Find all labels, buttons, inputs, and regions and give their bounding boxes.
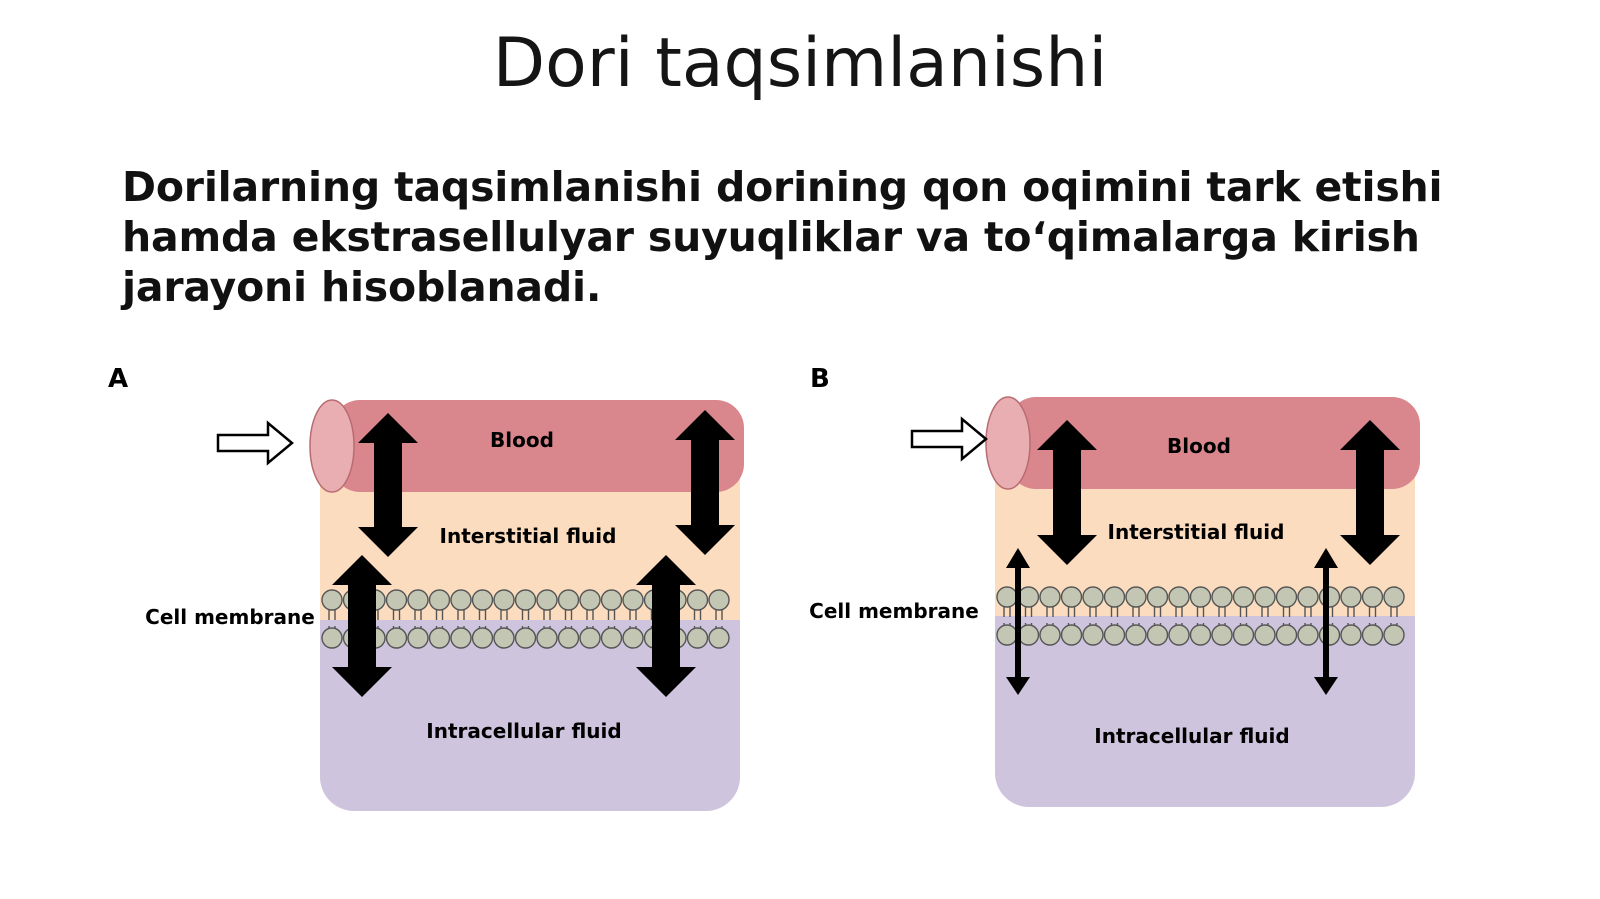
lipid-head xyxy=(450,589,472,611)
lipid-head xyxy=(428,627,451,649)
lipid-head xyxy=(385,627,408,649)
lipid-head xyxy=(493,627,515,649)
double-arrow-icon xyxy=(332,555,392,697)
lipid-head xyxy=(1361,586,1384,608)
lipid-head xyxy=(1361,624,1384,646)
blood-label: Blood xyxy=(490,428,554,452)
lipid-head xyxy=(493,589,515,611)
double-arrow-icon xyxy=(358,413,418,557)
lipid-head xyxy=(1297,624,1319,646)
diagram-a-svg: A Blood Interstitial fluid Cell membrane… xyxy=(108,364,744,811)
lipid-head xyxy=(450,627,472,649)
double-arrow-icon xyxy=(675,410,735,555)
lipid-head xyxy=(1318,586,1341,608)
lipid-head xyxy=(1125,586,1147,608)
diagram-panel-a: A Blood Interstitial fluid Cell membrane… xyxy=(100,355,780,835)
lipid-head xyxy=(1275,586,1298,608)
lipid-head xyxy=(321,589,343,611)
lipid-head xyxy=(1232,624,1255,646)
lipid-head xyxy=(1017,586,1040,608)
interstitial-fluid-label: Interstitial fluid xyxy=(1108,520,1285,544)
lipid-head xyxy=(1082,624,1104,646)
lipid-head xyxy=(428,589,451,611)
lipid-head xyxy=(1146,624,1169,646)
inflow-arrow-icon xyxy=(216,420,294,466)
intracellular-fluid-label: Intracellular fluid xyxy=(1094,724,1289,748)
lipid-head xyxy=(1340,586,1362,608)
lipid-head xyxy=(1060,586,1083,608)
lipid-head xyxy=(1211,624,1233,646)
blood-label: Blood xyxy=(1167,434,1231,458)
lipid-head xyxy=(1383,624,1405,646)
lipid-head xyxy=(1189,624,1212,646)
diagram-panel-b: B Blood Interstitial fluid Cell membrane… xyxy=(800,355,1480,835)
blood-vessel xyxy=(332,400,744,492)
panel-letter: A xyxy=(108,364,128,394)
intracellular-fluid-label: Intracellular fluid xyxy=(426,719,621,743)
lipid-head xyxy=(1168,624,1190,646)
interstitial-fluid-label: Interstitial fluid xyxy=(440,524,617,548)
lipid-head xyxy=(1103,586,1126,608)
lipid-head xyxy=(708,627,730,649)
lipid-head xyxy=(600,589,623,611)
lipid-head xyxy=(600,627,623,649)
lipid-head xyxy=(536,589,558,611)
lipid-head xyxy=(471,589,494,611)
lipid-head xyxy=(686,589,709,611)
lipid-head xyxy=(557,589,580,611)
lipid-head xyxy=(1146,586,1169,608)
lipid-head xyxy=(1060,624,1083,646)
lipid-head xyxy=(1082,586,1104,608)
lipid-head xyxy=(996,586,1018,608)
blood-vessel-end xyxy=(309,399,355,493)
lipid-head xyxy=(514,589,537,611)
lipid-head xyxy=(1189,586,1212,608)
double-arrow-icon xyxy=(1037,420,1097,565)
lipid-head xyxy=(1211,586,1233,608)
lipid-head xyxy=(1340,624,1362,646)
lipid-head xyxy=(1297,586,1319,608)
lipid-head xyxy=(1125,624,1147,646)
lipid-head xyxy=(471,627,494,649)
lipid-head xyxy=(1039,586,1061,608)
slide-body-text: Dorilarning taqsimlanishi dorining qon o… xyxy=(122,163,1443,311)
cell-membrane-label: Cell membrane xyxy=(809,599,979,623)
lipid-head xyxy=(385,589,408,611)
blood-vessel-end xyxy=(985,396,1031,490)
slide-title: Dori taqsimlanishi xyxy=(492,24,1108,103)
lipid-head xyxy=(321,627,343,649)
thin-double-arrow-icon xyxy=(1314,548,1338,695)
inflow-arrow-icon xyxy=(910,416,988,462)
diagram-b-svg: B Blood Interstitial fluid Cell membrane… xyxy=(809,364,1420,807)
lipid-head xyxy=(708,589,730,611)
thin-double-arrow-icon xyxy=(1006,548,1030,695)
lipid-head xyxy=(1017,624,1040,646)
lipid-head xyxy=(557,627,580,649)
double-arrow-icon xyxy=(1340,420,1400,565)
lipid-head xyxy=(686,627,709,649)
lipid-head xyxy=(1254,624,1276,646)
lipid-head xyxy=(514,627,537,649)
lipid-head xyxy=(622,589,644,611)
lipid-head xyxy=(996,624,1018,646)
panel-letter: B xyxy=(810,364,830,394)
lipid-head xyxy=(1103,624,1126,646)
lipid-head xyxy=(407,627,429,649)
lipid-head xyxy=(1232,586,1255,608)
lipid-head xyxy=(1318,624,1341,646)
cell-membrane-bilayer xyxy=(996,586,1405,646)
double-arrow-icon xyxy=(636,555,696,697)
lipid-head xyxy=(1039,624,1061,646)
lipid-head xyxy=(1254,586,1276,608)
blood-vessel xyxy=(1008,397,1420,489)
lipid-head xyxy=(536,627,558,649)
lipid-head xyxy=(1275,624,1298,646)
lipid-head xyxy=(579,589,601,611)
lipid-head xyxy=(1168,586,1190,608)
lipid-head xyxy=(407,589,429,611)
lipid-head xyxy=(622,627,644,649)
cell-membrane-label: Cell membrane xyxy=(145,605,315,629)
lipid-head xyxy=(1383,586,1405,608)
lipid-head xyxy=(579,627,601,649)
